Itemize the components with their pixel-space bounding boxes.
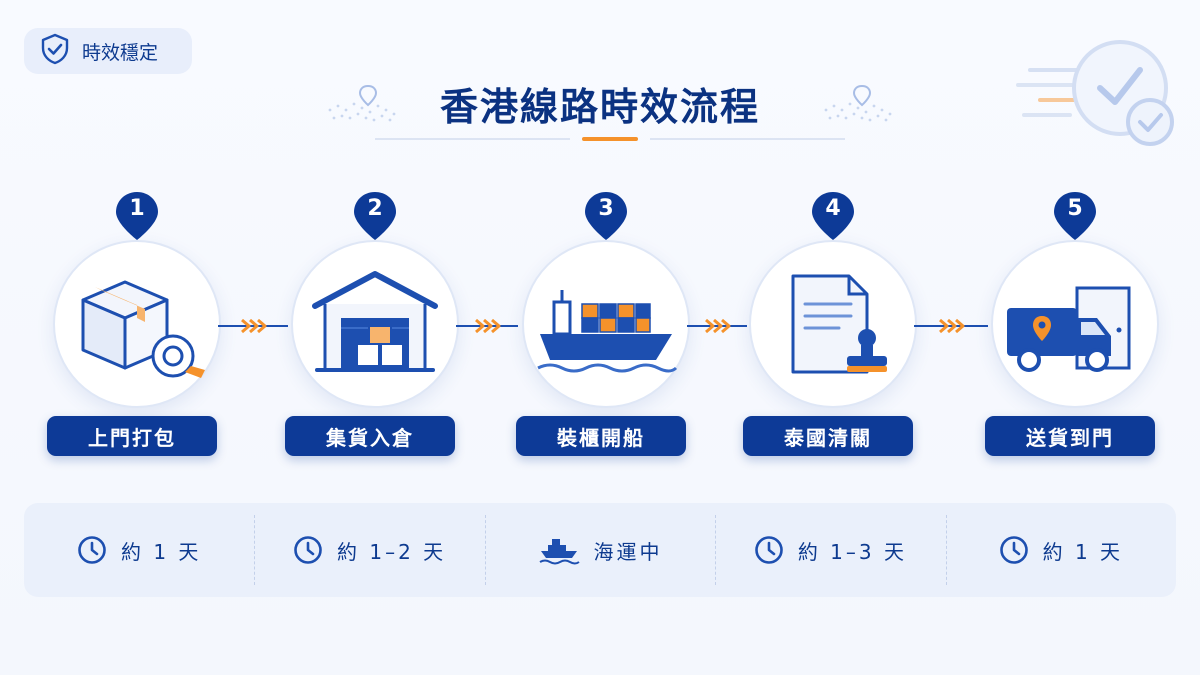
step-icon-circle — [291, 240, 459, 408]
duration-cell: 約 1 天 — [24, 503, 254, 597]
step-icon-circle — [522, 240, 690, 408]
duration-cell: 約 1–3 天 — [715, 503, 945, 597]
step-number: 4 — [825, 196, 841, 221]
document-stamp-icon — [791, 274, 887, 374]
delivery-truck-icon — [1007, 286, 1131, 372]
duration-panel: 約 1 天 約 1–2 天 海運中 約 1–3 天 約 1 天 — [24, 503, 1176, 597]
package-tape-icon — [81, 280, 205, 378]
clock-icon — [78, 536, 106, 564]
step-marker-pin — [116, 192, 158, 240]
title-decoration — [328, 84, 892, 141]
step-number: 5 — [1067, 196, 1083, 221]
step-connector — [914, 318, 988, 334]
clock-icon — [755, 536, 783, 564]
fast-clock-icon — [1016, 40, 1174, 146]
ship-icon — [539, 539, 580, 565]
duration-text: 海運中 — [593, 539, 663, 564]
stability-badge: 時效穩定 — [24, 28, 192, 74]
cargo-ship-icon — [537, 290, 678, 373]
step-number: 1 — [129, 196, 145, 221]
step-label: 送貨到門 — [985, 416, 1155, 456]
step-marker-pin — [585, 192, 627, 240]
clock-icon — [999, 536, 1028, 564]
step-label: 泰國清關 — [743, 416, 913, 456]
page-title: 香港線路時效流程 — [439, 85, 760, 129]
step-connector — [687, 318, 747, 334]
badge-label: 時效穩定 — [82, 41, 159, 64]
duration-text: 約 1–3 天 — [797, 539, 907, 564]
duration-text: 約 1 天 — [120, 539, 202, 564]
duration-cell: 約 1 天 — [945, 503, 1176, 597]
step-label: 集貨入倉 — [285, 416, 455, 456]
step-marker-pin — [354, 192, 396, 240]
step-marker-pin — [1054, 192, 1096, 240]
duration-cell: 約 1–2 天 — [254, 503, 484, 597]
step-number: 3 — [598, 196, 614, 221]
step-connector — [218, 318, 288, 334]
clock-icon — [294, 536, 322, 564]
duration-cell: 海運中 — [484, 503, 715, 597]
step-label: 上門打包 — [47, 416, 217, 456]
step-label: 裝櫃開船 — [516, 416, 686, 456]
step-icon-circle — [749, 240, 917, 408]
step-connector — [456, 318, 518, 334]
shield-check-icon — [40, 33, 70, 69]
step-number: 2 — [367, 196, 383, 221]
duration-text: 約 1–2 天 — [337, 539, 447, 564]
step-icon-circle — [991, 240, 1159, 408]
step-marker-pin — [812, 192, 854, 240]
duration-text: 約 1 天 — [1042, 539, 1124, 564]
warehouse-icon — [312, 271, 438, 372]
step-icon-circle — [53, 240, 221, 408]
